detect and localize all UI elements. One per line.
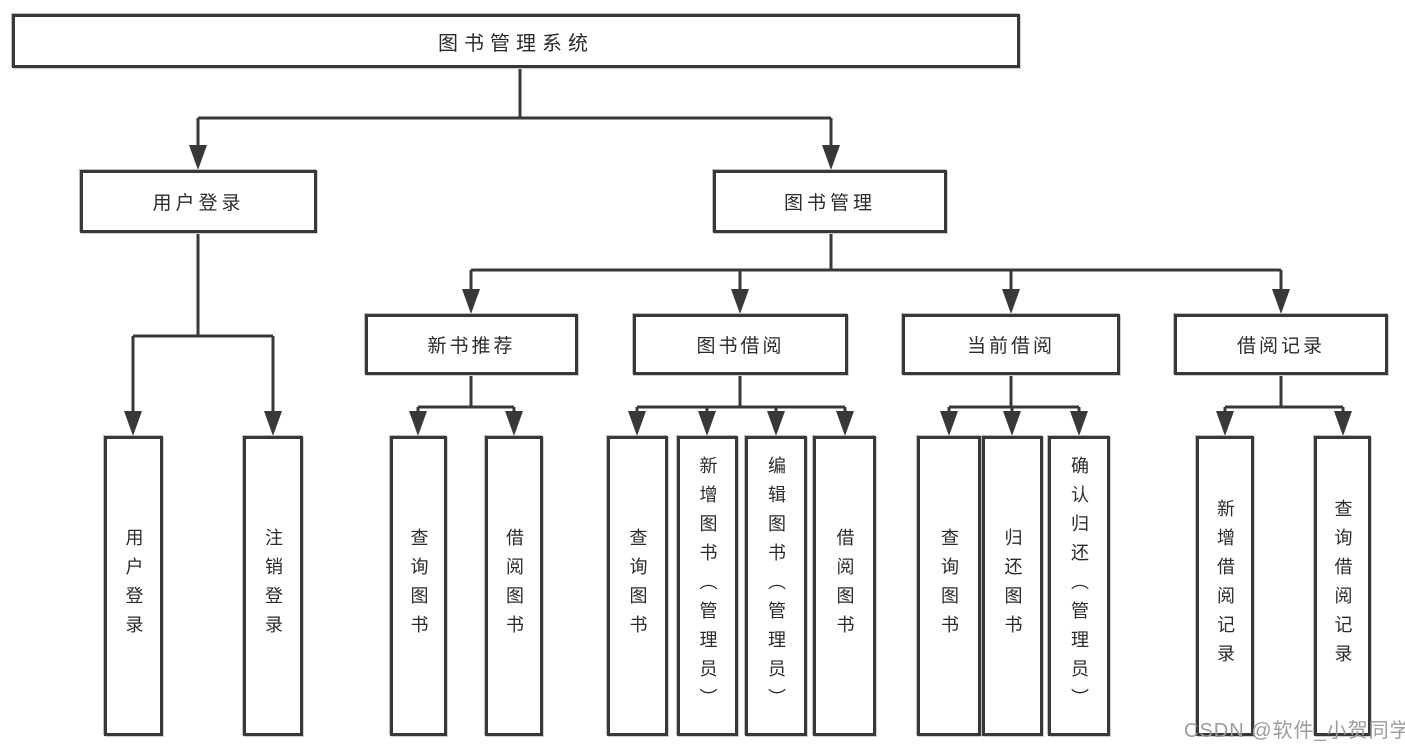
leaf-borrow-books-recommend: 借阅图书 [485,436,543,736]
csdn-watermark: CSDN @软件_小贺同学 [1184,720,1405,742]
node-new-book-recommendation-label: 新书推荐 [427,336,516,357]
leaf-query-borrow-record: 查询借阅记录 [1314,436,1371,736]
node-root-label: 图书管理系统 [438,32,594,55]
leaf-user-login: 用户登录 [104,436,163,736]
leaf-logout: 注销登录 [243,436,303,736]
node-book-borrowing: 图书借阅 [633,314,848,375]
leaf-add-borrow-record-label: 新增借阅记录 [1215,499,1235,673]
node-user-login-label: 用户登录 [152,193,245,214]
leaf-logout-label: 注销登录 [263,528,283,644]
node-borrowing-records: 借阅记录 [1174,314,1388,375]
leaf-return-books-label: 归还图书 [1002,528,1023,644]
leaf-borrow-books-label: 借阅图书 [834,528,855,644]
node-user-login: 用户登录 [80,170,317,233]
leaf-edit-books-admin-label: 编辑图书（管理员） [766,455,786,717]
node-book-management: 图书管理 [713,170,947,233]
leaf-query-books-borrowing-label: 查询图书 [627,528,648,644]
leaf-query-borrow-record-label: 查询借阅记录 [1332,499,1353,673]
leaf-confirm-return-admin: 确认归还（管理员） [1048,436,1110,736]
leaf-query-books-current-label: 查询图书 [939,528,959,644]
leaf-query-books-recommend: 查询图书 [390,436,447,736]
leaf-add-borrow-record: 新增借阅记录 [1196,436,1254,736]
leaf-confirm-return-admin-label: 确认归还（管理员） [1069,455,1089,717]
leaf-add-books-admin: 新增图书（管理员） [677,436,738,736]
node-book-management-label: 图书管理 [783,193,876,214]
node-borrowing-records-label: 借阅记录 [1236,336,1325,357]
leaf-query-books-current: 查询图书 [917,436,981,736]
node-current-borrowing: 当前借阅 [902,314,1120,375]
node-root-library-system: 图书管理系统 [12,14,1020,68]
leaf-query-books-recommend-label: 查询图书 [408,528,429,644]
node-book-borrowing-label: 图书借阅 [696,336,785,357]
arrowheads [124,145,1352,436]
leaf-user-login-label: 用户登录 [123,528,144,644]
leaf-borrow-books-recommend-label: 借阅图书 [504,528,524,644]
leaf-return-books: 归还图书 [982,436,1043,736]
leaf-edit-books-admin: 编辑图书（管理员） [745,436,807,736]
leaf-query-books-borrowing: 查询图书 [607,436,668,736]
node-current-borrowing-label: 当前借阅 [966,336,1055,357]
leaf-borrow-books: 借阅图书 [813,436,876,736]
node-new-book-recommendation: 新书推荐 [365,314,578,375]
leaf-add-books-admin-label: 新增图书（管理员） [697,455,718,717]
